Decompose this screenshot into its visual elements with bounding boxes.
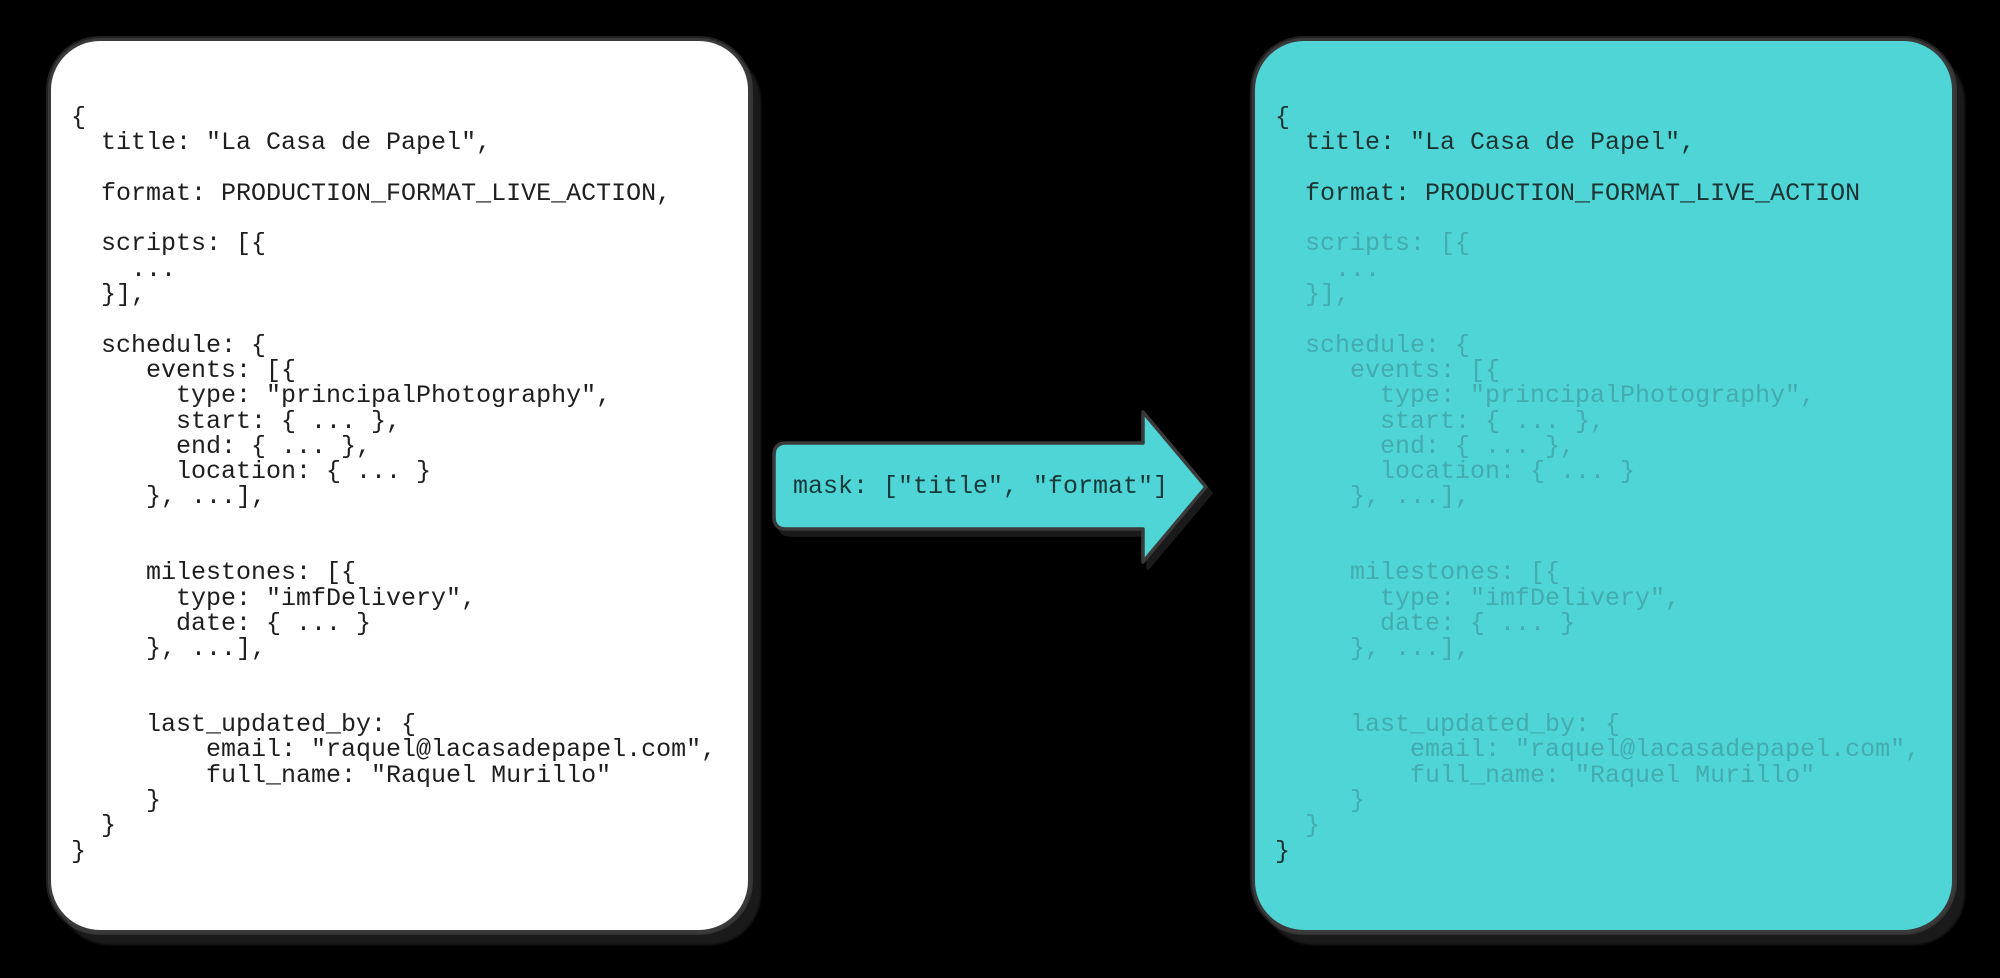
code-line: }, ...], xyxy=(1275,634,1471,664)
code-line: start: { ... }, xyxy=(1275,406,1606,436)
code-line: scripts: [{ xyxy=(71,229,267,259)
code-line: location: { ... } xyxy=(71,457,432,487)
code-line: title: "La Casa de Papel", xyxy=(1275,128,1696,158)
code-line: schedule: { xyxy=(71,330,267,360)
code-line: } xyxy=(71,836,87,866)
mask-arrow: mask: ["title", "format"] xyxy=(770,408,1210,566)
code-line: } xyxy=(71,811,117,841)
code-line: end: { ... }, xyxy=(1275,431,1576,461)
code-line: location: { ... } xyxy=(1275,457,1636,487)
code-line xyxy=(71,206,732,231)
code-line: schedule: { xyxy=(1275,330,1471,360)
code-line: end: { ... }, xyxy=(71,431,372,461)
code-line: } xyxy=(1275,836,1291,866)
code-line xyxy=(71,687,732,712)
code-line: events: [{ xyxy=(1275,355,1501,385)
masked-record-code: { title: "La Casa de Papel", format: PRO… xyxy=(1275,105,1936,864)
code-line: last_updated_by: { xyxy=(1275,710,1621,740)
mask-arrow-label: mask: ["title", "format"] xyxy=(793,471,1169,501)
code-line: } xyxy=(71,786,162,816)
code-line: last_updated_by: { xyxy=(71,710,417,740)
code-line: } xyxy=(1275,786,1366,816)
code-line: full_name: "Raquel Murillo" xyxy=(71,760,612,790)
code-line: }], xyxy=(71,280,147,310)
code-line: scripts: [{ xyxy=(1275,229,1471,259)
arrow-right-icon xyxy=(772,410,1208,564)
code-line: format: PRODUCTION_FORMAT_LIVE_ACTION xyxy=(1275,178,1861,208)
code-line xyxy=(1275,535,1936,560)
code-line xyxy=(71,156,732,181)
code-line: email: "raquel@lacasadepapel.com", xyxy=(1275,735,1921,765)
code-line: milestones: [{ xyxy=(1275,558,1561,588)
code-line xyxy=(1275,206,1936,231)
code-line: format: PRODUCTION_FORMAT_LIVE_ACTION, xyxy=(71,178,672,208)
code-line xyxy=(1275,662,1936,687)
masked-record-panel: { title: "La Casa de Papel", format: PRO… xyxy=(1252,38,1955,933)
code-line: }, ...], xyxy=(71,482,267,512)
code-line: }, ...], xyxy=(71,634,267,664)
code-line: }], xyxy=(1275,280,1351,310)
code-line: type: "imfDelivery", xyxy=(71,583,477,613)
code-line: date: { ... } xyxy=(71,608,372,638)
source-record-panel: { title: "La Casa de Papel", format: PRO… xyxy=(48,38,751,933)
source-record-code: { title: "La Casa de Papel", format: PRO… xyxy=(71,105,732,864)
code-line: full_name: "Raquel Murillo" xyxy=(1275,760,1816,790)
code-line: date: { ... } xyxy=(1275,608,1576,638)
code-line xyxy=(1275,307,1936,332)
code-line: type: "imfDelivery", xyxy=(1275,583,1681,613)
code-line: events: [{ xyxy=(71,355,297,385)
code-line xyxy=(1275,156,1936,181)
code-line: type: "principalPhotography", xyxy=(1275,381,1816,411)
code-line: } xyxy=(1275,811,1321,841)
code-line: { xyxy=(1275,103,1291,132)
code-line: ... xyxy=(71,254,177,284)
code-line: email: "raquel@lacasadepapel.com", xyxy=(71,735,717,765)
code-line: { xyxy=(71,103,87,132)
code-line xyxy=(71,307,732,332)
code-line: start: { ... }, xyxy=(71,406,402,436)
code-line xyxy=(71,662,732,687)
code-line xyxy=(71,535,732,560)
code-line xyxy=(71,510,732,535)
code-line: title: "La Casa de Papel", xyxy=(71,128,492,158)
code-line: type: "principalPhotography", xyxy=(71,381,612,411)
code-line xyxy=(1275,687,1936,712)
code-line: ... xyxy=(1275,254,1381,284)
code-line xyxy=(1275,510,1936,535)
code-line: }, ...], xyxy=(1275,482,1471,512)
code-line: milestones: [{ xyxy=(71,558,357,588)
